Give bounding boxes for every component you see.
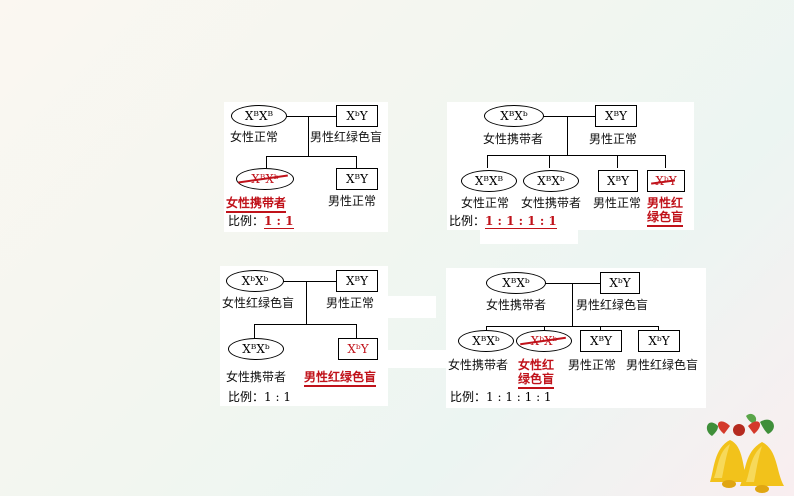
p1-ratio: 比例：1 : 1 xyxy=(228,214,294,229)
pedigree-panel-2: XᴮXᵇ XᴮY 女性携带者 男性正常 XᴮXᴮ XᴮXᵇ XᴮY XᵇY 女性… xyxy=(447,102,694,230)
p4-child3-box: XᴮY xyxy=(580,330,622,352)
p4-child3-label: 男性正常 xyxy=(568,358,617,372)
p4-father-label: 男性红绿色盲 xyxy=(576,298,649,312)
p4-child4-label: 男性红绿色盲 xyxy=(626,358,699,372)
p3-ratio: 比例：1 : 1 xyxy=(228,390,291,404)
bells-icon xyxy=(706,413,784,493)
p3-child1-label: 女性携带者 xyxy=(226,370,287,384)
p1-mother-oval: XᴮXᴮ xyxy=(231,105,287,127)
p2-ratio: 比例：1 : 1 : 1 : 1 xyxy=(449,214,557,229)
p3-mother-label: 女性红绿色盲 xyxy=(222,296,295,310)
p2-father-label: 男性正常 xyxy=(589,132,638,146)
p3-child1-oval: XᴮXᵇ xyxy=(228,338,284,360)
pedigree-panel-4: XᴮXᵇ XᵇY 女性携带者 男性红绿色盲 XᴮXᵇ XᵇXᵇ XᴮY XᵇY … xyxy=(446,268,706,408)
p4-ratio: 比例：1 : 1 : 1 : 1 xyxy=(450,390,552,404)
p4-child1-oval: XᴮXᵇ xyxy=(458,330,514,352)
p3-father-box: XᴮY xyxy=(336,270,378,292)
pedigree-panel-3: XᵇXᵇ XᴮY 女性红绿色盲 男性正常 XᴮXᵇ XᵇY 女性携带者 男性红绿… xyxy=(220,266,388,406)
p4-father-box: XᵇY xyxy=(600,272,640,294)
p1-child1-label: 女性携带者 xyxy=(226,194,287,213)
p2-child2-oval: XᴮXᵇ xyxy=(523,170,579,192)
p2-child4-label-line2: 绿色盲 xyxy=(647,208,684,227)
p1-child2-box: XᴮY xyxy=(336,168,378,190)
p2-child1-label: 女性正常 xyxy=(461,196,510,210)
p4-child1-label: 女性携带者 xyxy=(448,358,509,372)
p3-father-label: 男性正常 xyxy=(326,296,375,310)
p3-child2-label: 男性红绿色盲 xyxy=(304,368,377,387)
p4-mother-label: 女性携带者 xyxy=(486,298,547,312)
p2-father-box: XᴮY xyxy=(595,105,637,127)
p3-child2-box: XᵇY xyxy=(338,338,378,360)
p2-mother-label: 女性携带者 xyxy=(483,132,544,146)
p4-child4-box: XᵇY xyxy=(638,330,680,352)
p1-father-box: XᵇY xyxy=(336,105,378,127)
p2-child2-label: 女性携带者 xyxy=(521,196,582,210)
p4-child2-label-line2: 绿色盲 xyxy=(518,370,555,389)
p1-mother-label: 女性正常 xyxy=(230,130,279,144)
p2-child4-label-line1: 男性红 xyxy=(647,196,684,210)
p1-father-label: 男性红绿色盲 xyxy=(310,130,383,144)
p2-child3-label: 男性正常 xyxy=(593,196,642,210)
p2-child1-oval: XᴮXᴮ xyxy=(461,170,517,192)
pedigree-panel-1: XᴮXᴮ XᵇY 女性正常 男性红绿色盲 XᴮXᵇ XᴮY 女性携带者 男性正常… xyxy=(224,102,388,232)
p1-child2-label: 男性正常 xyxy=(328,194,377,208)
p2-mother-oval: XᴮXᵇ xyxy=(484,105,544,127)
p4-mother-oval: XᴮXᵇ xyxy=(486,272,546,294)
p2-child3-box: XᴮY xyxy=(598,170,638,192)
p4-child2-label-line1: 女性红 xyxy=(518,358,555,372)
p3-mother-oval: XᵇXᵇ xyxy=(226,270,284,292)
